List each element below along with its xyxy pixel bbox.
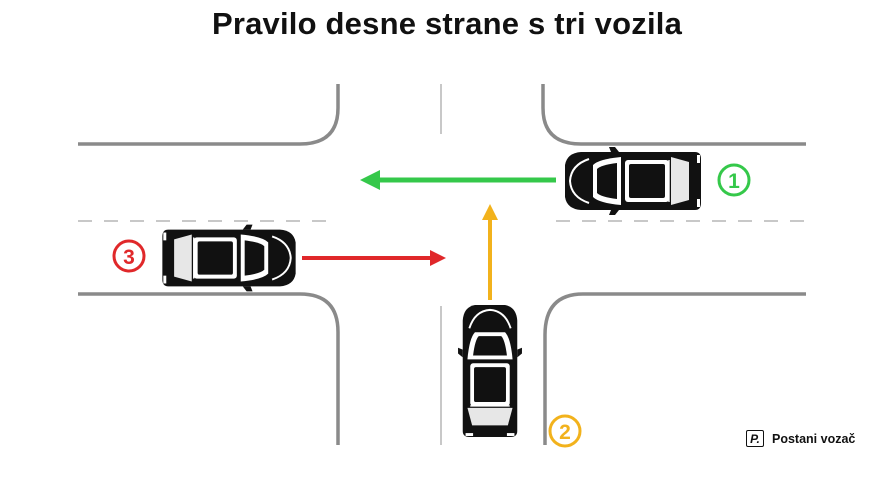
vehicle-2-number: 2 <box>550 416 580 446</box>
vehicle-3-number-text: 3 <box>123 246 135 269</box>
vehicle-1-number-text: 1 <box>728 170 740 193</box>
vehicle-3-number: 3 <box>114 241 144 271</box>
road-edge-sw <box>78 294 338 445</box>
vehicle-2-car <box>458 305 522 437</box>
vehicle-2-number-text: 2 <box>559 421 571 444</box>
road-edge-nw <box>78 84 338 144</box>
brand: P. Postani vozač <box>746 430 855 447</box>
vehicle-1-car <box>565 147 701 215</box>
brand-logo-icon: P. <box>746 430 764 447</box>
brand-name: Postani vozač <box>772 432 855 446</box>
road-edge-se <box>545 294 806 445</box>
road-edge-ne <box>543 84 806 144</box>
vehicle-3-car <box>162 225 295 292</box>
vehicle-1-number: 1 <box>719 165 749 195</box>
